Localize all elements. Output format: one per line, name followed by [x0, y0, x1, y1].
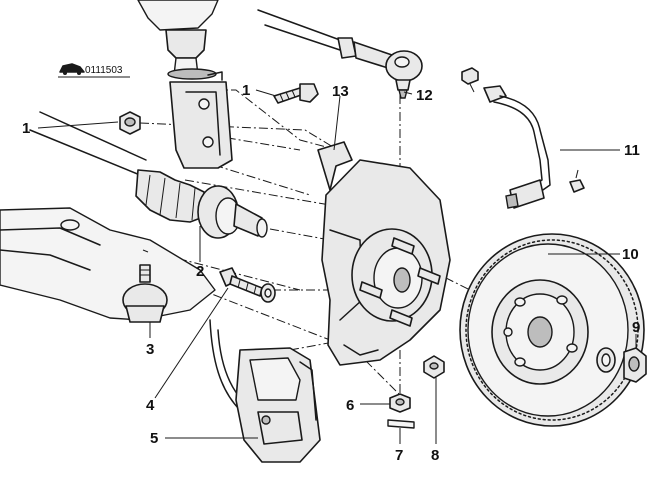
steering-knuckle — [317, 141, 451, 366]
leader-lines — [37, 89, 637, 444]
callout-10: 10 — [622, 246, 639, 263]
callout-1-top: 1 — [242, 82, 250, 99]
drive-shaft — [29, 111, 268, 239]
bolt-4 — [219, 267, 276, 303]
abs-sensor-harness — [461, 67, 585, 209]
callout-1-left: 1 — [22, 120, 30, 137]
reference-mark: 0111503 — [58, 63, 130, 78]
brake-disc — [459, 233, 645, 427]
cotter-pin-7 — [387, 419, 415, 429]
callout-13: 13 — [332, 83, 349, 100]
callouts: 1 1 2 3 4 5 6 7 8 9 10 11 12 13 — [22, 82, 640, 464]
callout-9: 9 — [632, 319, 640, 336]
callout-12: 12 — [416, 87, 433, 104]
car-icon — [59, 63, 85, 75]
callout-4: 4 — [146, 397, 155, 414]
reference-code: 0111503 — [85, 65, 123, 76]
tie-rod — [257, 9, 423, 99]
callout-7: 7 — [395, 447, 403, 464]
nut-6 — [389, 393, 411, 413]
strut-assembly — [137, 0, 233, 169]
callout-11: 11 — [624, 142, 640, 159]
lower-control-arm — [0, 207, 216, 321]
hub-nut-9 — [596, 347, 647, 383]
nut-8 — [423, 355, 445, 379]
nut-1-left — [119, 111, 141, 135]
callout-5: 5 — [150, 430, 158, 447]
callout-3: 3 — [146, 341, 154, 358]
bolt-1-top — [273, 83, 319, 104]
brake-caliper — [209, 319, 321, 463]
callout-6: 6 — [346, 397, 354, 414]
callout-2: 2 — [196, 263, 204, 280]
callout-8: 8 — [431, 447, 439, 464]
ball-joint — [122, 249, 168, 323]
